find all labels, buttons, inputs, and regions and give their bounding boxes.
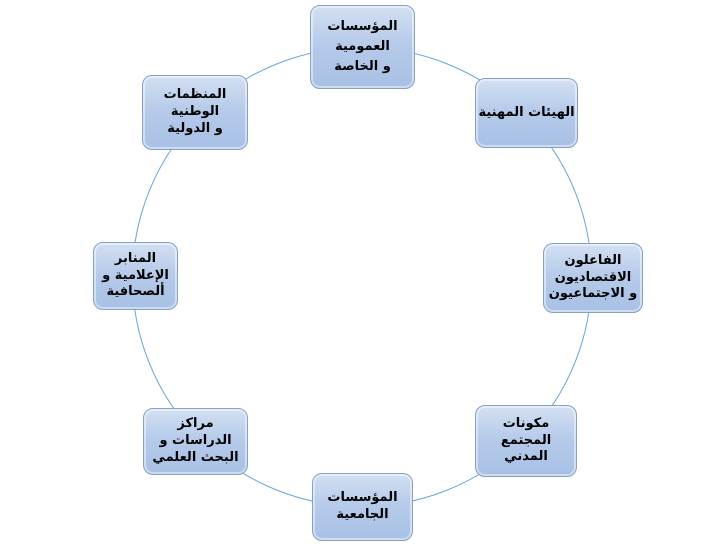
node-university-institutions[interactable]: المؤسسات الجامعية [312,473,413,541]
node-study-research-centers[interactable]: مراكز الدراسات و البحث العلمي [143,408,248,475]
node-label: المؤسسات العمومية و الخاصة [327,18,398,75]
node-economic-social-actors[interactable]: الفاعلون الاقتصاديون و الاجتماعيون [543,243,643,313]
node-label: المؤسسات الجامعية [327,490,398,522]
node-label: مكونات المجتمع المدني [500,415,552,465]
node-label: مراكز الدراسات و البحث العلمي [152,416,239,465]
node-label: الهيئات المهنية [478,104,575,120]
node-civil-society-components[interactable]: مكونات المجتمع المدني [475,405,577,477]
node-national-international-organizations[interactable]: المنظمات الوطنية و الدولية [142,75,248,150]
node-public-private-institutions[interactable]: المؤسسات العمومية و الخاصة [310,5,415,89]
node-professional-bodies[interactable]: الهيئات المهنية [475,78,578,148]
node-label: الفاعلون الاقتصاديون و الاجتماعيون [548,252,638,302]
node-media-press-platforms[interactable]: المنابر الإعلامية و ألصحافية [93,242,178,310]
node-label: المنابر الإعلامية و ألصحافية [102,250,169,300]
node-label: المنظمات الوطنية و الدولية [163,87,227,136]
